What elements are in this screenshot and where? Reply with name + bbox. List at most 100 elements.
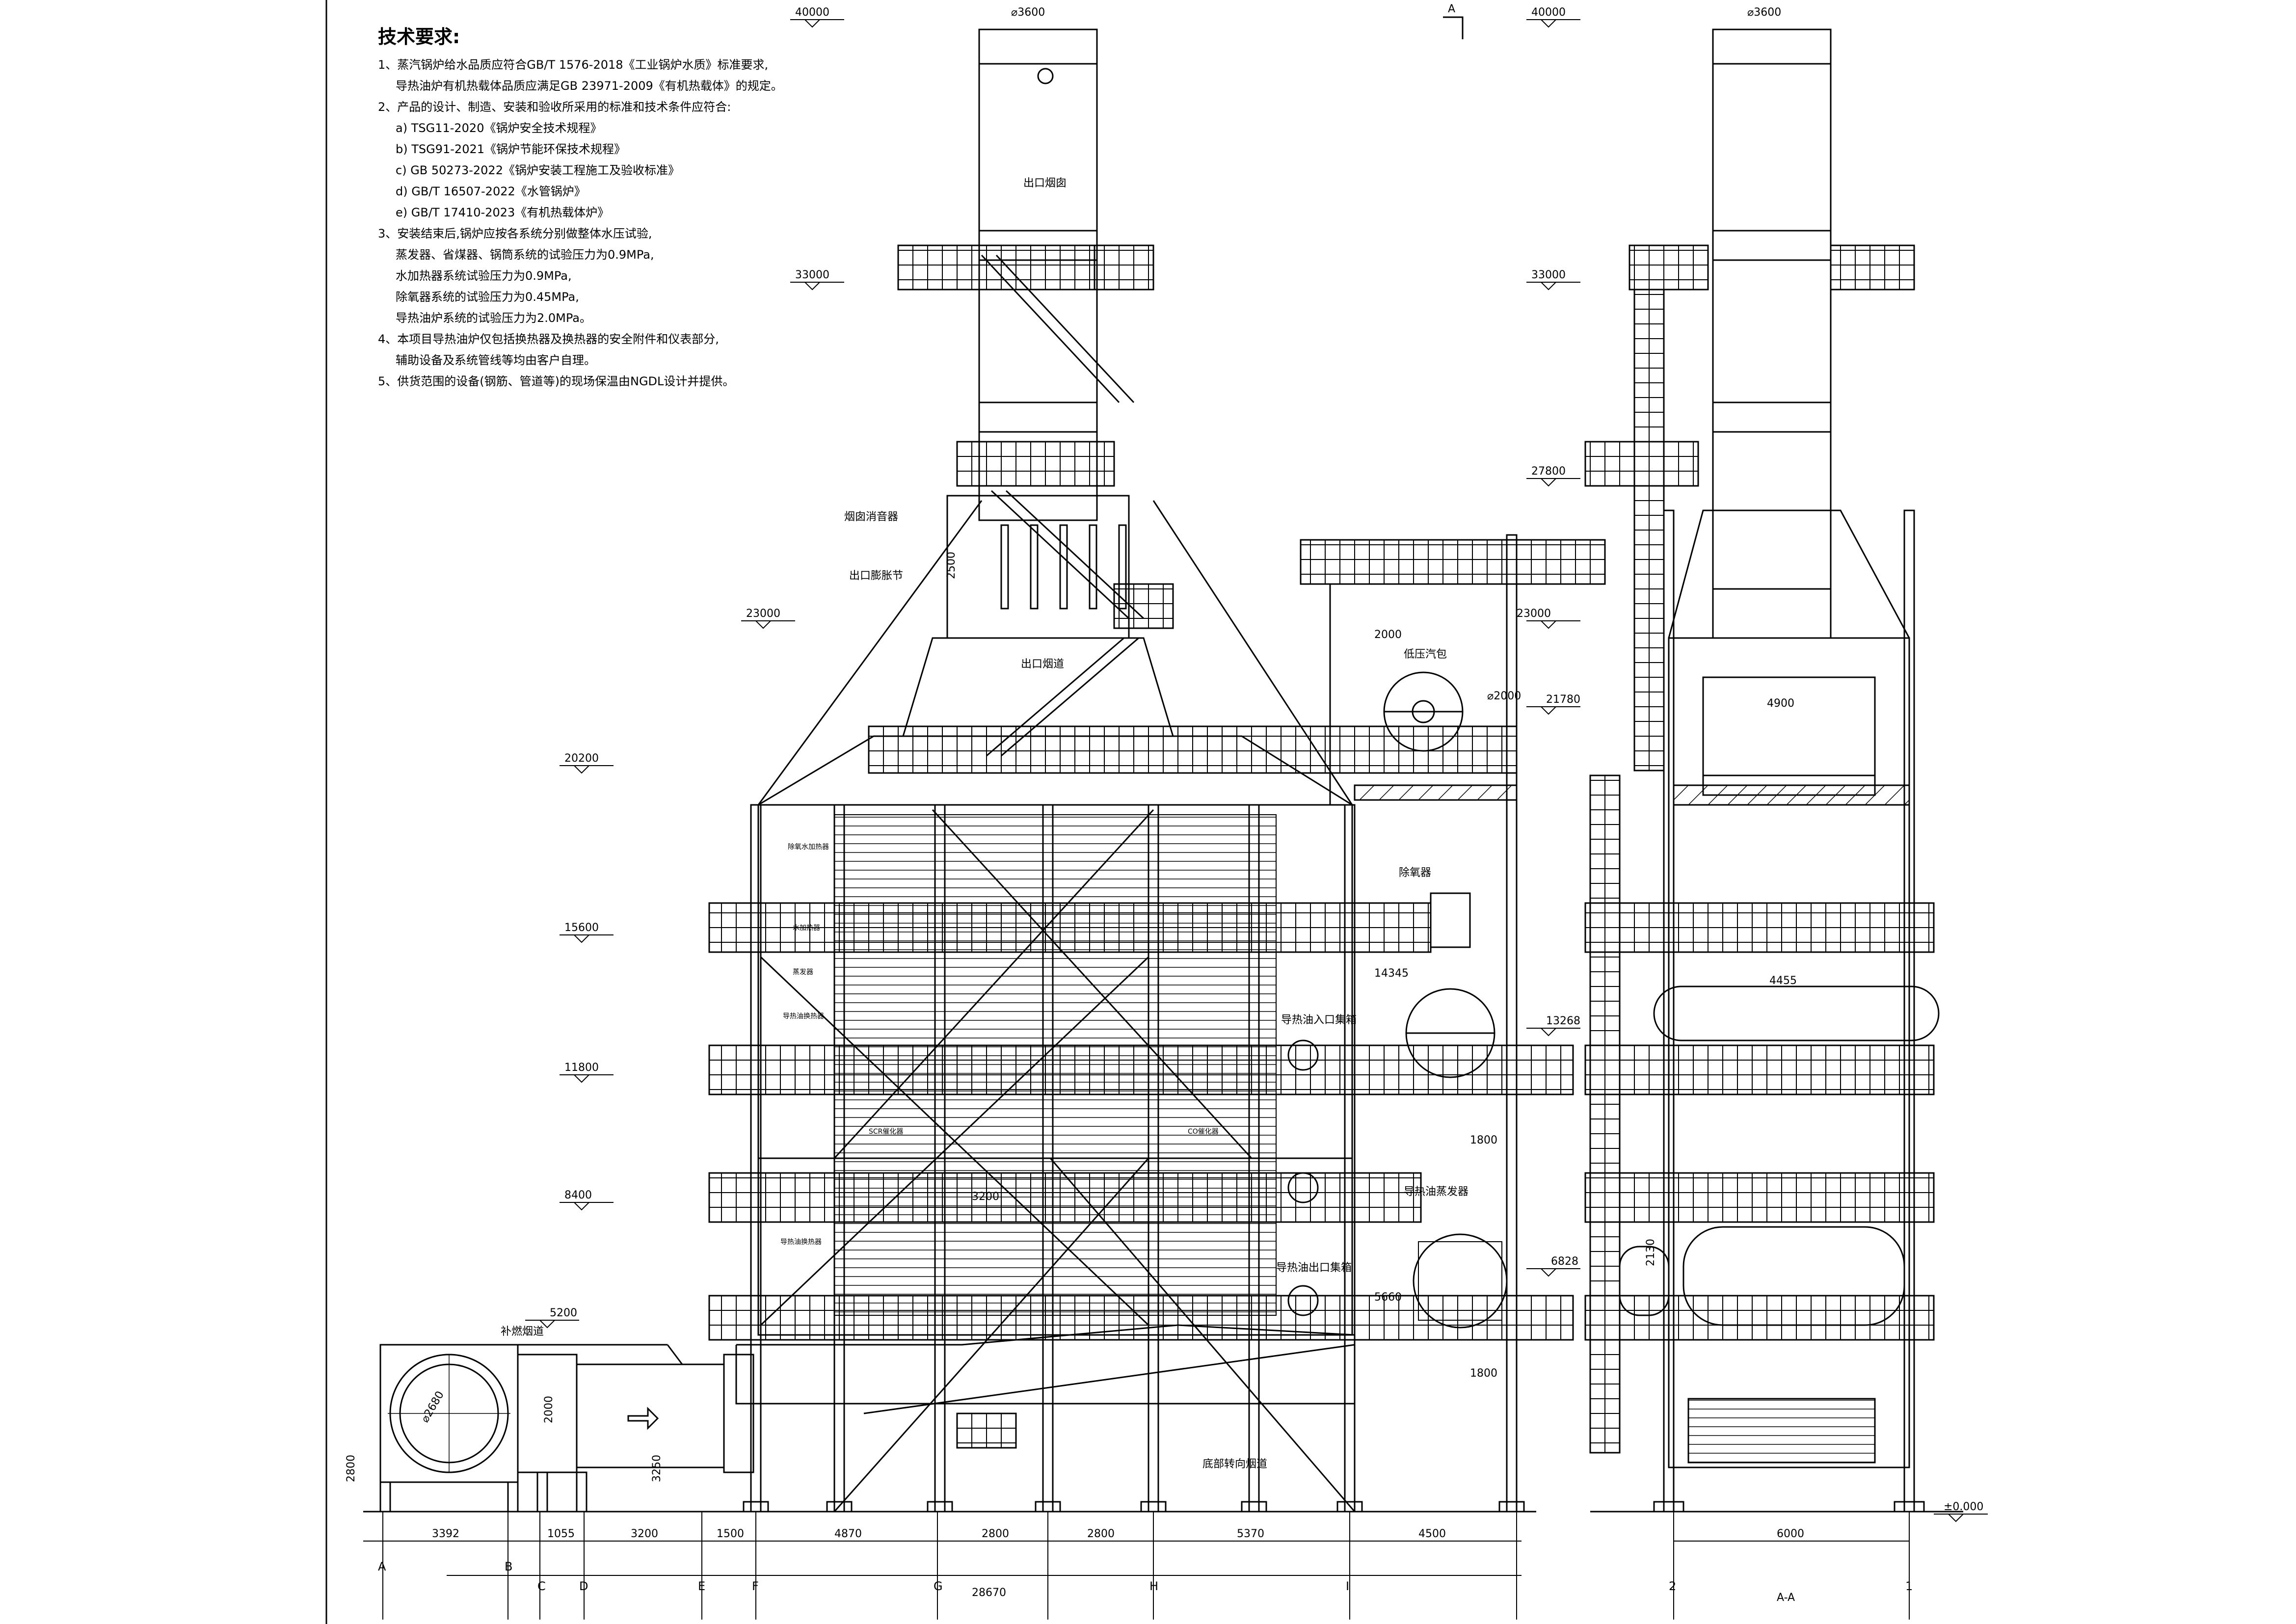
platform-8400: [708, 1172, 1422, 1223]
elev-40000: 40000: [795, 6, 829, 19]
axis-label: A: [378, 1560, 386, 1573]
label-side-2130: 2130: [1645, 1239, 1657, 1266]
front-dim: 3392: [432, 1528, 459, 1540]
side-elev-33000: 33000: [1531, 269, 1566, 281]
section-label: SCR催化器: [869, 1128, 903, 1136]
label-silencer: 烟囱消音器: [844, 511, 898, 523]
side-elev-13268: 13268: [1546, 1015, 1580, 1027]
front-total: 28670: [972, 1587, 1006, 1599]
elev-23000: 23000: [746, 608, 780, 620]
front-dim: 4500: [1418, 1528, 1446, 1540]
side-elev-40000: 40000: [1531, 6, 1566, 19]
deaerator: [1430, 892, 1471, 948]
elev-33000: 33000: [795, 269, 829, 281]
section-label: CO催化器: [1188, 1128, 1219, 1136]
label-duct-h: 2000: [543, 1396, 555, 1423]
note-line: a) TSG11-2020《锅炉安全技术规程》: [396, 121, 602, 135]
front-dim: 1055: [547, 1528, 575, 1540]
elev-8400: 8400: [564, 1189, 592, 1201]
label-outlet-duct: 出口烟道: [1021, 658, 1064, 670]
platform-15600: [708, 902, 1432, 953]
platform-11800: [708, 1044, 1574, 1095]
side-drum: [1653, 985, 1940, 1041]
front-dim: 5370: [1237, 1528, 1264, 1540]
oil-outlet-header: [1287, 1285, 1319, 1316]
note-line: 导热油炉系统的试验压力为2.0MPa。: [396, 311, 591, 325]
elev-5660: 5660: [1374, 1291, 1402, 1304]
elev-15600: 15600: [564, 922, 599, 934]
label-side-4900: 4900: [1767, 697, 1794, 710]
label-3200: 3200: [972, 1191, 999, 1203]
note-line: 辅助设备及系统管线等均由客户自理。: [396, 353, 596, 367]
axis-label: 2: [1669, 1579, 1676, 1593]
axis-label: F: [752, 1579, 759, 1593]
label-outlet-stack: 出口烟囱: [1023, 177, 1067, 189]
axis-label: D: [579, 1579, 588, 1593]
note-line: 3、安装结束后,锅炉应按各系统分别做整体水压试验,: [378, 227, 652, 240]
note-line: 4、本项目导热油炉仅包括换热器及换热器的安全附件和仪表部分,: [378, 332, 719, 346]
note-line: 导热油炉有机热载体品质应满足GB 23971-2009《有机热载体》的规定。: [396, 79, 783, 93]
axis-label: C: [537, 1579, 546, 1593]
label-aux-duct: 补燃烟道: [501, 1326, 544, 1338]
elevation-markers-side: [1526, 19, 1988, 1522]
label-1800b: 1800: [1470, 1367, 1497, 1380]
label-deaerator: 除氧器: [1399, 867, 1431, 879]
note-line: 1、蒸汽锅炉给水品质应符合GB/T 1576-2018《工业锅炉水质》标准要求,: [378, 58, 769, 72]
side-elev-0: ±0.000: [1944, 1501, 1983, 1513]
section-label: 水加热器: [793, 924, 820, 932]
note-line: 除氧器系统的试验压力为0.45MPa,: [396, 290, 579, 304]
section-name: A-A: [1777, 1592, 1795, 1604]
side-stack: [1712, 28, 1832, 639]
label-duct-h2: 3250: [651, 1455, 663, 1482]
elev-5200: 5200: [550, 1307, 577, 1319]
section-label: 导热油换热器: [783, 1012, 824, 1020]
label-base-h: 2800: [345, 1455, 357, 1482]
front-dim: 2800: [1087, 1528, 1115, 1540]
label-oil-inlet: 导热油入口集箱: [1281, 1014, 1357, 1026]
axis-label: H: [1149, 1579, 1158, 1593]
elevation-markers-front: [525, 19, 844, 1329]
note-line: 蒸发器、省煤器、锅筒系统的试验压力为0.9MPa,: [396, 248, 654, 262]
section-mark: A: [1448, 3, 1455, 15]
silencer: [946, 495, 1130, 639]
note-line: d) GB/T 16507-2022《水管锅炉》: [396, 185, 586, 198]
label-expansion: 出口膨胀节: [849, 570, 903, 582]
label-oil-evap: 导热油蒸发器: [1404, 1186, 1468, 1198]
elev-14345: 14345: [1374, 967, 1409, 980]
axis-label: G: [934, 1579, 943, 1593]
label-side-4455: 4455: [1769, 975, 1797, 987]
bottom-duct: [735, 1324, 1355, 1405]
note-line: c) GB 50273-2022《锅炉安装工程施工及验收标准》: [396, 163, 680, 177]
label-lp-drum: 低压汽包: [1404, 648, 1447, 661]
front-dim: 3200: [631, 1528, 658, 1540]
front-dim: 4870: [834, 1528, 862, 1540]
axis-label: 1: [1905, 1579, 1913, 1593]
label-drum-dim: 2000: [1374, 629, 1402, 641]
label-drum-diam: ⌀2000: [1487, 690, 1521, 702]
elev-11800: 11800: [564, 1062, 599, 1074]
elev-20200: 20200: [564, 752, 599, 765]
label-stack-diam: ⌀3600: [1011, 6, 1045, 19]
oil-inlet-header: [1287, 1039, 1319, 1071]
note-line: 5、供货范围的设备(钢筋、管道等)的现场保温由NGDL设计并提供。: [378, 374, 735, 388]
axis-label: I: [1346, 1579, 1349, 1593]
notes-title: 技术要求:: [378, 26, 460, 48]
axis-label: E: [698, 1579, 705, 1593]
label-stack-h: 2500: [945, 552, 958, 579]
label-bottom-duct: 底部转向烟道: [1202, 1458, 1267, 1470]
axis-label: B: [505, 1560, 512, 1573]
note-line: 2、产品的设计、制造、安装和验收所采用的标准和技术条件应符合:: [378, 100, 731, 114]
side-elev-21780: 21780: [1546, 693, 1580, 706]
note-line: 水加热器系统试验压力为0.9MPa,: [396, 269, 572, 283]
label-1800a: 1800: [1470, 1134, 1497, 1146]
note-line: e) GB/T 17410-2023《有机热载体炉》: [396, 206, 610, 219]
front-dim: 1500: [717, 1528, 744, 1540]
label-duct-diam: ⌀2680: [419, 1389, 447, 1425]
label-stack-diam-side: ⌀3600: [1747, 6, 1781, 19]
label-oil-outlet: 导热油出口集箱: [1276, 1262, 1352, 1274]
front-dim: 2800: [982, 1528, 1009, 1540]
side-dim: 6000: [1777, 1528, 1804, 1540]
section-label: 导热油换热器: [780, 1238, 822, 1246]
technical-notes: 技术要求: 1、蒸汽锅炉给水品质应符合GB/T 1576-2018《工业锅炉水质…: [378, 22, 783, 392]
